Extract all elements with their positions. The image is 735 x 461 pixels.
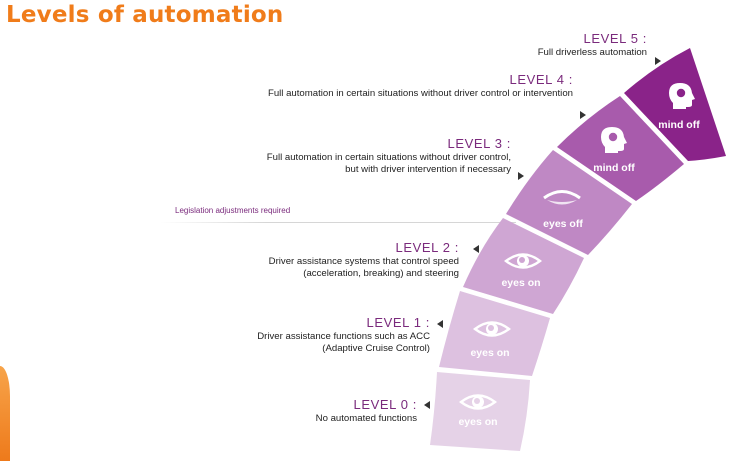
level-1-heading: LEVEL 1 : [366, 315, 430, 330]
segment-level-3-label: eyes off [543, 218, 583, 230]
segment-level-2: eyes on [463, 218, 584, 314]
segment-level-5: mind off [624, 48, 726, 161]
segment-level-0-label: eyes on [458, 416, 497, 428]
segment-level-1: eyes on [439, 291, 550, 376]
level-3-pointer [518, 172, 524, 180]
level-1-description-line-2: (Adaptive Cruise Control) [322, 343, 430, 354]
segment-level-5-label: mind off [658, 119, 700, 131]
level-0-description-line-1: No automated functions [315, 413, 417, 424]
level-1-pointer [437, 320, 443, 328]
level-5-heading: LEVEL 5 : [583, 31, 647, 46]
level-2-description-line-2: (acceleration, breaking) and steering [303, 268, 459, 279]
level-3-description-line-2: but with driver intervention if necessar… [345, 164, 511, 175]
level-0-text: LEVEL 0 : No automated functions [316, 397, 417, 425]
level-1-text: LEVEL 1 : Driver assistance functions su… [257, 315, 430, 355]
level-4-description-line-1: Full automation in certain situations wi… [267, 88, 573, 99]
level-0-pointer [424, 401, 430, 409]
level-4-pointer [580, 111, 586, 119]
segment-level-4-label: mind off [593, 162, 635, 174]
segment-level-2-label: eyes on [501, 277, 540, 289]
level-1-description-line-1: Driver assistance functions such as ACC [257, 331, 430, 342]
level-0-heading: LEVEL 0 : [353, 397, 417, 412]
level-5-text: LEVEL 5 : Full driverless automation [538, 31, 647, 59]
legislation-divider [160, 222, 516, 223]
level-4-text: LEVEL 4 : Full automation in certain sit… [268, 72, 573, 100]
segment-level-1-label: eyes on [470, 347, 509, 359]
level-3-text: LEVEL 3 : Full automation in certain sit… [267, 136, 511, 176]
level-3-heading: LEVEL 3 : [447, 136, 511, 151]
level-5-description-line-1: Full driverless automation [537, 47, 647, 58]
level-2-pointer [473, 245, 479, 253]
orange-accent-bar [0, 366, 10, 461]
level-2-description-line-1: Driver assistance systems that control s… [268, 256, 459, 267]
level-2-text: LEVEL 2 : Driver assistance systems that… [269, 240, 459, 280]
legislation-note: Legislation adjustments required [175, 206, 291, 215]
segment-level-0: eyes on [430, 372, 530, 451]
page-title: Levels of automation [6, 2, 284, 28]
segment-level-4: mind off [557, 96, 684, 201]
level-3-description-line-1: Full automation in certain situations wi… [266, 152, 511, 163]
level-4-heading: LEVEL 4 : [509, 72, 573, 87]
segment-level-3: eyes off [506, 150, 632, 255]
segment-level-0-shape [430, 372, 530, 451]
level-2-heading: LEVEL 2 : [395, 240, 459, 255]
level-5-pointer [655, 57, 661, 65]
